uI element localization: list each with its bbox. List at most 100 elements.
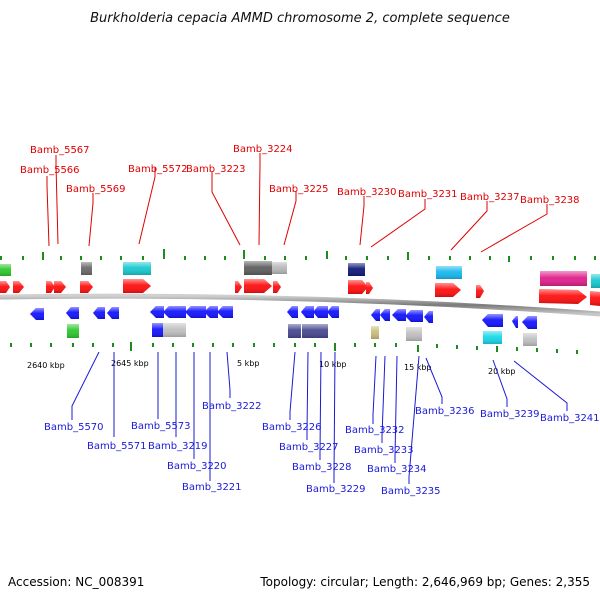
bottom-leader-lines xyxy=(71,351,568,484)
gene-arrow-reverse xyxy=(66,307,79,319)
gene-arrow-reverse xyxy=(217,306,233,318)
feature-box-slate xyxy=(315,324,328,338)
feature-box-cyan xyxy=(483,331,502,344)
feature-box-skyblue xyxy=(436,266,462,279)
gene-arrow-forward xyxy=(476,285,484,298)
feature-box-cyan xyxy=(591,274,600,288)
gene-label-bamb-5572[interactable]: Bamb_5572 xyxy=(128,164,188,175)
gene-label-bamb-3227[interactable]: Bamb_3227 xyxy=(279,442,339,453)
bottom-tick-row xyxy=(10,342,578,354)
gene-arrow-forward xyxy=(348,280,368,294)
gene-arrow-forward xyxy=(435,283,461,297)
feature-box-blue xyxy=(152,323,163,337)
feature-box-navy xyxy=(348,263,365,276)
forward-strand-genes xyxy=(0,279,600,306)
gene-arrow-reverse xyxy=(482,314,503,327)
scale-label-5kbp: 5 kbp xyxy=(237,359,259,368)
gene-label-bamb-3237[interactable]: Bamb_3237 xyxy=(460,192,520,203)
gene-label-bamb-5571[interactable]: Bamb_5571 xyxy=(87,441,147,452)
gene-label-bamb-5570[interactable]: Bamb_5570 xyxy=(44,422,104,433)
genome-backbone xyxy=(0,293,600,317)
feature-box-lightgrey xyxy=(523,333,537,346)
reverse-strand-genes xyxy=(30,306,537,329)
gene-arrow-forward xyxy=(273,281,281,293)
gene-label-bamb-5567[interactable]: Bamb_5567 xyxy=(30,145,90,156)
gene-arrow-forward xyxy=(46,281,55,293)
gene-arrow-forward xyxy=(244,279,272,293)
gene-label-bamb-3236[interactable]: Bamb_3236 xyxy=(415,406,475,417)
gene-label-bamb-3219[interactable]: Bamb_3219 xyxy=(148,441,208,452)
gene-label-bamb-3238[interactable]: Bamb_3238 xyxy=(520,195,580,206)
feature-box-lightgrey xyxy=(272,262,287,274)
feature-box-lightgrey xyxy=(163,323,186,337)
bottom-feature-boxes xyxy=(67,323,537,346)
gene-label-bamb-3220[interactable]: Bamb_3220 xyxy=(167,461,227,472)
feature-box-cyan xyxy=(123,262,151,275)
gene-arrow-reverse xyxy=(512,316,518,328)
gene-label-bamb-3223[interactable]: Bamb_3223 xyxy=(186,164,246,175)
gene-arrow-reverse xyxy=(424,311,433,323)
gene-arrow-forward xyxy=(13,281,24,293)
gene-label-bamb-3228[interactable]: Bamb_3228 xyxy=(292,462,352,473)
gene-label-bamb-3232[interactable]: Bamb_3232 xyxy=(345,425,405,436)
top-tick-row xyxy=(0,249,596,262)
gene-arrow-reverse xyxy=(93,307,105,319)
gene-arrow-reverse xyxy=(301,306,314,318)
feature-box-grey xyxy=(81,262,92,275)
gene-label-bamb-3235[interactable]: Bamb_3235 xyxy=(381,486,441,497)
gene-arrow-reverse xyxy=(327,306,339,318)
accession-text: Accession: NC_008391 xyxy=(8,575,144,589)
feature-box-olive xyxy=(371,326,379,339)
gene-arrow-reverse xyxy=(313,306,328,318)
gene-label-bamb-5573[interactable]: Bamb_5573 xyxy=(131,421,191,432)
gene-arrow-reverse xyxy=(30,308,44,320)
gene-arrow-reverse xyxy=(185,306,206,318)
gene-label-bamb-3231[interactable]: Bamb_3231 xyxy=(398,189,458,200)
gene-label-bamb-3230[interactable]: Bamb_3230 xyxy=(337,187,397,198)
gene-arrow-reverse xyxy=(163,306,186,318)
feature-box-slate xyxy=(302,324,315,338)
gene-label-bamb-3225[interactable]: Bamb_3225 xyxy=(269,184,329,195)
top-feature-boxes xyxy=(0,261,600,288)
gene-label-bamb-3224[interactable]: Bamb_3224 xyxy=(233,144,293,155)
scale-label-20kbp: 20 kbp xyxy=(488,367,516,376)
gene-label-bamb-3239[interactable]: Bamb_3239 xyxy=(480,409,540,420)
feature-box-green xyxy=(67,324,79,338)
map-title: Burkholderia cepacia AMMD chromosome 2, … xyxy=(90,11,510,26)
feature-box-green xyxy=(0,264,11,276)
gene-label-bamb-3234[interactable]: Bamb_3234 xyxy=(367,464,427,475)
gene-label-bamb-3226[interactable]: Bamb_3226 xyxy=(262,422,322,433)
gene-arrow-reverse xyxy=(204,306,218,318)
gene-arrow-forward xyxy=(366,282,373,294)
gene-label-bamb-5569[interactable]: Bamb_5569 xyxy=(66,184,126,195)
gene-label-bamb-3241[interactable]: Bamb_3241 xyxy=(540,413,600,424)
gene-label-bamb-3233[interactable]: Bamb_3233 xyxy=(354,445,414,456)
gene-arrow-reverse xyxy=(371,309,380,321)
scale-label-2640kbp: 2640 kbp xyxy=(27,361,65,370)
gene-label-bamb-3222[interactable]: Bamb_3222 xyxy=(202,401,262,412)
top-leader-lines xyxy=(46,153,548,253)
gene-arrow-reverse xyxy=(405,310,423,322)
feature-box-lightgrey xyxy=(406,327,422,341)
gene-arrow-reverse xyxy=(107,307,119,319)
scale-label-2645kbp: 2645 kbp xyxy=(111,359,149,368)
gene-label-bamb-3221[interactable]: Bamb_3221 xyxy=(182,482,242,493)
gene-arrow-forward xyxy=(54,281,66,293)
feature-box-magenta xyxy=(540,271,587,286)
gene-arrow-forward xyxy=(235,281,242,293)
gene-label-bamb-5566[interactable]: Bamb_5566 xyxy=(20,165,80,176)
gene-label-bamb-3229[interactable]: Bamb_3229 xyxy=(306,484,366,495)
gene-arrow-reverse xyxy=(287,306,298,318)
gene-arrow-reverse xyxy=(522,316,537,329)
gene-arrow-forward xyxy=(123,279,151,293)
gene-arrow-forward xyxy=(590,291,600,306)
gene-arrow-reverse xyxy=(150,306,164,318)
gene-arrow-reverse xyxy=(380,309,390,321)
feature-box-slate xyxy=(288,324,301,338)
topology-summary-text: Topology: circular; Length: 2,646,969 bp… xyxy=(259,575,590,589)
gene-arrow-forward xyxy=(0,281,10,293)
scale-label-10kbp: 10 kbp xyxy=(319,360,347,369)
gene-arrow-forward xyxy=(539,289,587,304)
feature-box-grey xyxy=(244,261,272,275)
